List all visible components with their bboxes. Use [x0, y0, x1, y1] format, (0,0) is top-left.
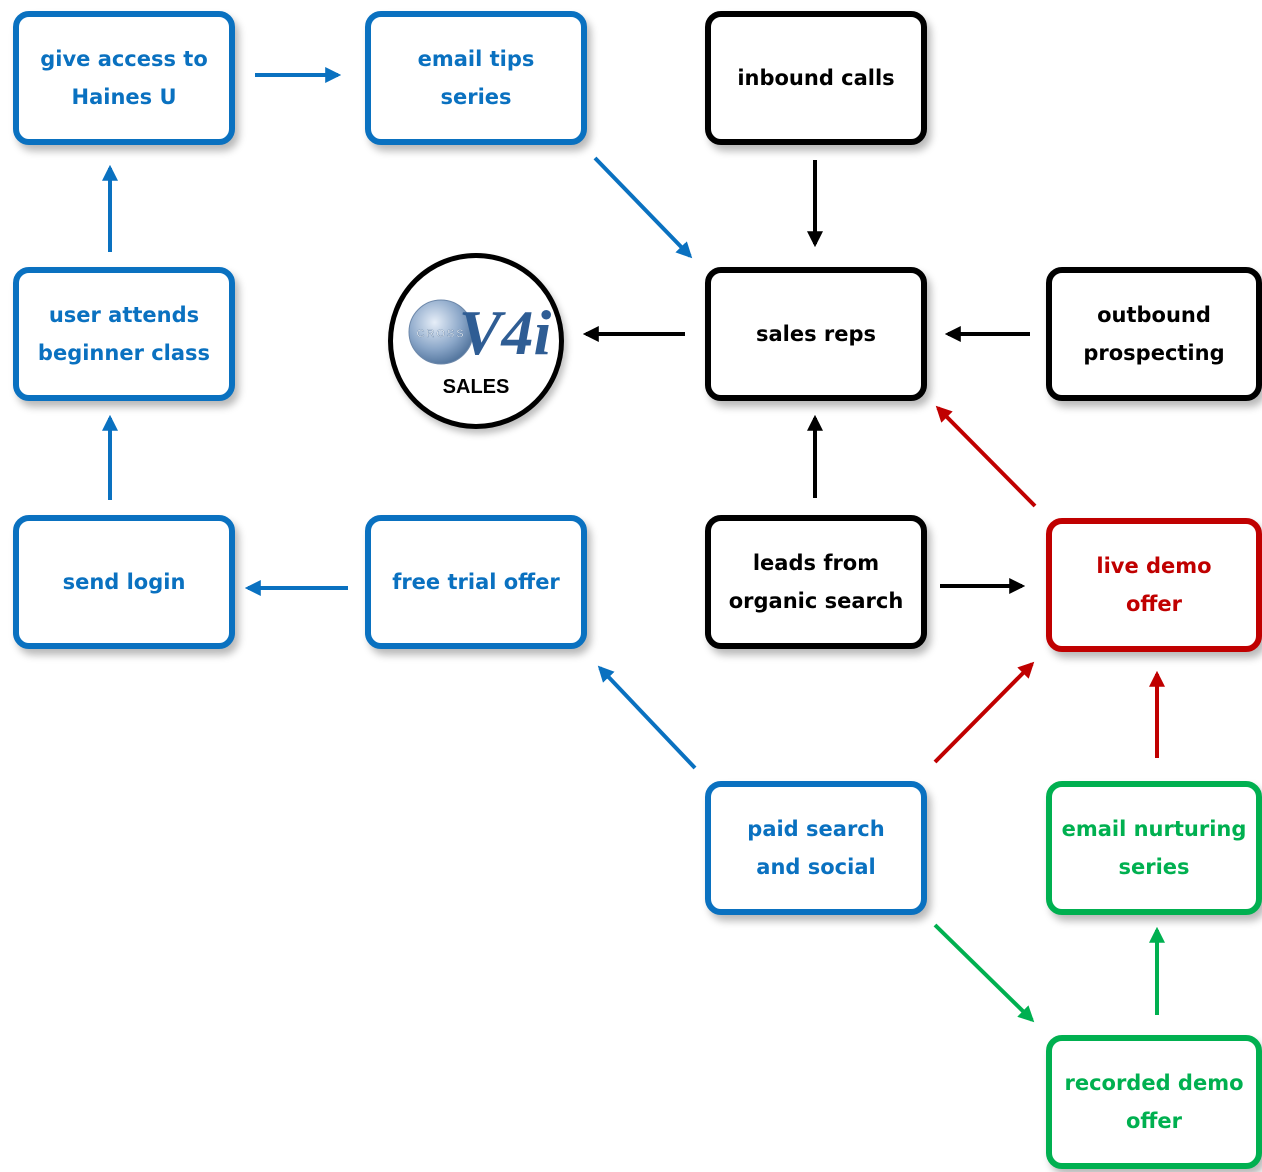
- node-label: paid search and social: [747, 817, 885, 879]
- node-live-demo[interactable]: live demo offer: [1046, 518, 1262, 652]
- node-send-login[interactable]: send login: [13, 515, 235, 649]
- arrow-paid-search-to-recorded-demo: [933, 923, 1035, 1023]
- node-inbound-calls[interactable]: inbound calls: [705, 11, 927, 145]
- node-outbound-prospecting[interactable]: outbound prospecting: [1046, 267, 1262, 401]
- node-recorded-demo[interactable]: recorded demo offer: [1046, 1035, 1262, 1169]
- node-paid-search[interactable]: paid search and social: [705, 781, 927, 915]
- node-label: send login: [62, 570, 186, 594]
- node-label: free trial offer: [392, 570, 560, 594]
- svg-text:CROSS: CROSS: [416, 328, 465, 340]
- cross-v4i-logo: CROSS V4i SALES: [388, 253, 564, 429]
- logo-label: SALES: [442, 376, 510, 398]
- arrow-email-tips-to-sales-reps: [593, 156, 693, 259]
- node-label: sales reps: [755, 322, 877, 346]
- arrow-live-demo-to-sales-reps: [935, 405, 1037, 508]
- node-label: email nurturing series: [1061, 817, 1247, 879]
- node-label: user attends beginner class: [37, 303, 211, 365]
- node-free-trial[interactable]: free trial offer: [365, 515, 587, 649]
- node-leads-organic[interactable]: leads from organic search: [705, 515, 927, 649]
- node-label: inbound calls: [737, 66, 895, 90]
- node-label: email tips series: [417, 47, 535, 109]
- node-sales-reps[interactable]: sales reps: [705, 267, 927, 401]
- node-label: live demo offer: [1096, 554, 1212, 616]
- arrow-paid-search-to-free-trial: [597, 665, 697, 770]
- node-user-attends[interactable]: user attends beginner class: [13, 267, 235, 401]
- arrow-paid-search-to-live-demo: [933, 661, 1035, 764]
- node-label: recorded demo offer: [1064, 1071, 1244, 1133]
- v4i-logo-icon: CROSS V4i: [408, 297, 552, 368]
- node-label: leads from organic search: [728, 551, 904, 613]
- node-email-tips[interactable]: email tips series: [365, 11, 587, 145]
- node-give-access[interactable]: give access to Haines U: [13, 11, 235, 145]
- node-email-nurturing[interactable]: email nurturing series: [1046, 781, 1262, 915]
- node-label: give access to Haines U: [40, 47, 208, 109]
- node-label: outbound prospecting: [1083, 303, 1225, 365]
- logo-wordmark: V4i: [459, 297, 552, 368]
